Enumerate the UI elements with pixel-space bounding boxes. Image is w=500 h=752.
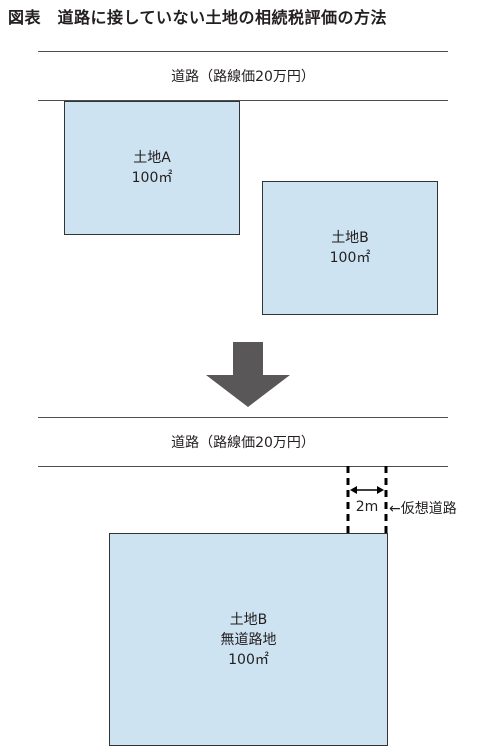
lot-a-area: 100㎡ <box>131 170 173 186</box>
virtual-road-label: ←仮想道路 <box>389 501 457 517</box>
road-top-line-upper <box>38 51 448 52</box>
figure-title: 図表 道路に接していない土地の相続税評価の方法 <box>8 8 388 27</box>
lot-b-after-name: 土地B <box>229 611 268 628</box>
road-label-upper: 道路（路線価20万円） <box>171 69 315 85</box>
lot-b-after-status: 無道路地 <box>220 631 277 648</box>
lot-b-before-area: 100㎡ <box>329 250 371 266</box>
road-bottom-line-upper <box>38 100 448 101</box>
lot-b-landlocked: 土地B 無道路地 100㎡ <box>109 533 388 746</box>
road-top-line-lower <box>38 417 448 418</box>
road-bottom-line-lower <box>38 466 448 467</box>
lot-b-after-area: 100㎡ <box>228 651 269 668</box>
road-label-lower: 道路（路線価20万円） <box>171 435 315 451</box>
virtual-road-width: 2m <box>352 499 382 515</box>
lot-b-before-name: 土地B <box>331 230 369 246</box>
down-arrow-icon <box>206 342 290 407</box>
lot-a: 土地A 100㎡ <box>64 101 240 235</box>
virtual-road-outline <box>346 466 388 534</box>
lot-b-before: 土地B 100㎡ <box>262 181 438 315</box>
lot-a-name: 土地A <box>133 150 171 166</box>
